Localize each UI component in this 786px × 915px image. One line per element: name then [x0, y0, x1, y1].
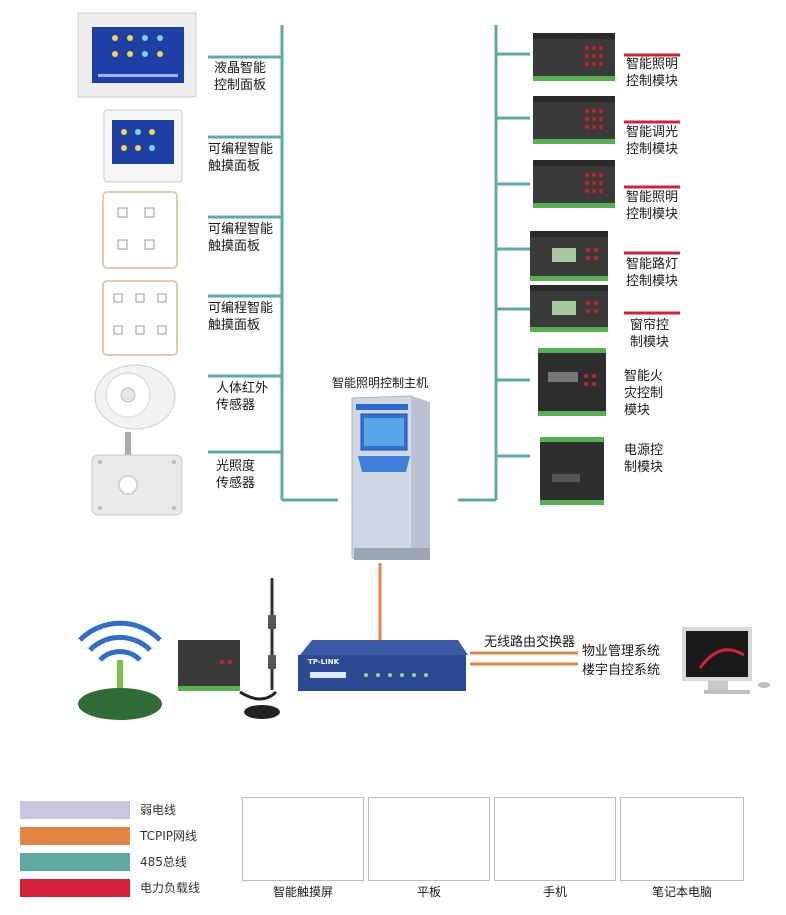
module-label: 窗帘控 制模块: [630, 318, 670, 350]
legend-swatch: [20, 801, 130, 819]
switch-brand-label: TP-LINK: [308, 658, 340, 666]
power-module-icon: [540, 437, 604, 505]
legend-swatch: [20, 827, 130, 845]
client-device-frame: [368, 797, 490, 881]
din-module-icon: [533, 96, 615, 144]
client-device-frame: [494, 797, 616, 881]
network-switch-icon: [298, 640, 468, 691]
device-label: 可编程智能 触摸面板: [208, 301, 274, 333]
device-label: 人体红外 传感器: [216, 381, 269, 413]
module-label: 智能调光 控制模块: [626, 125, 679, 157]
system-label: 楼宇自控系统: [582, 663, 661, 678]
module-label: 电源控 制模块: [624, 443, 664, 475]
legend-label: TCPIP网线: [140, 829, 198, 843]
host-kiosk-icon: [351, 395, 430, 560]
client-device-label: 手机: [542, 885, 567, 899]
desktop-computer-icon: [682, 627, 770, 694]
router-label: 无线路由交换器: [484, 635, 576, 650]
client-device-label: 智能触摸屏: [272, 885, 333, 899]
fire-module-icon: [538, 348, 606, 416]
lcd-panel-icon: [77, 12, 197, 98]
wifi-icon: [78, 620, 162, 720]
din-module-icon: [533, 160, 615, 208]
device-label: 可编程智能 触摸面板: [208, 142, 274, 174]
module-label: 智能照明 控制模块: [626, 190, 679, 222]
pir-sensor-icon: [94, 364, 176, 430]
touch-panel-icon: [102, 191, 178, 269]
touch-panel-icon: [102, 280, 178, 356]
power-load-lines: [624, 53, 680, 315]
touch-panel-icon: [103, 109, 183, 183]
client-device-label: 平板: [416, 885, 441, 899]
module-label: 智能火 灾控制 模块: [624, 369, 664, 418]
legend-swatch: [20, 879, 130, 897]
system-label: 物业管理系统: [582, 644, 661, 659]
module-label: 智能照明 控制模块: [626, 57, 679, 89]
antenna-icon: [239, 578, 280, 719]
din-module-icon: [530, 231, 608, 281]
client-device-frame: [242, 797, 364, 881]
device-label: 可编程智能 触摸面板: [208, 222, 274, 254]
legend-label: 弱电线: [140, 803, 177, 817]
module-label: 智能路灯 控制模块: [626, 257, 679, 289]
gateway-module-icon: [178, 640, 240, 691]
left-bus-485: [208, 25, 338, 502]
device-label: 光照度 传感器: [216, 459, 256, 491]
legend-label: 电力负载线: [140, 881, 201, 895]
client-device-frame: [620, 797, 744, 881]
legend-swatch: [20, 853, 130, 871]
din-module-icon: [530, 285, 608, 332]
host-title: 智能照明控制主机: [332, 376, 429, 390]
legend-label: 485总线: [140, 855, 187, 869]
right-bus-485: [458, 25, 530, 502]
light-sensor-icon: [91, 432, 183, 516]
client-device-label: 笔记本电脑: [651, 885, 712, 899]
tcpip-lines: [378, 563, 578, 666]
din-module-icon: [533, 33, 615, 81]
device-label: 液晶智能 控制面板: [214, 61, 267, 93]
